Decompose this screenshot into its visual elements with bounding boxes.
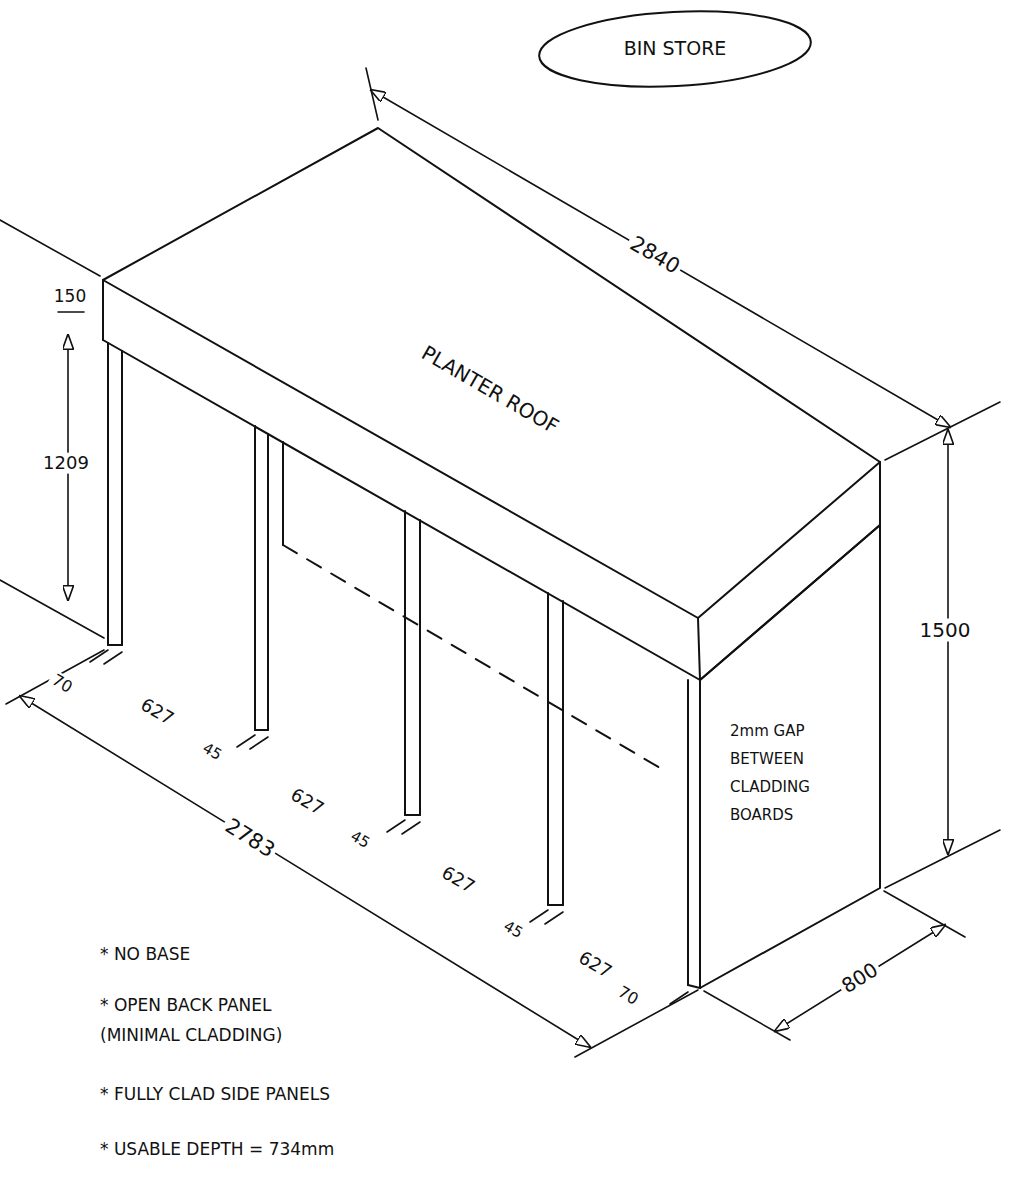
dimension-label: 70	[612, 981, 644, 1010]
dimension-label: 70	[46, 669, 78, 698]
note-text: * FULLY CLAD SIDE PANELS	[100, 1085, 330, 1105]
extension-lines	[0, 68, 1000, 1057]
dimension-label: 1209	[40, 453, 92, 474]
dimension-label: 1500	[917, 619, 974, 642]
posts	[108, 343, 700, 988]
planter-roof: PLANTER ROOF	[103, 128, 880, 618]
dimension-label: 627	[134, 693, 179, 731]
dimension-label: 2783	[218, 812, 281, 864]
roof-end-face	[700, 462, 880, 680]
dimension-label: 45	[345, 826, 375, 853]
note-text: * OPEN BACK PANEL (MINIMAL CLADDING)	[100, 990, 325, 1050]
note-text: * NO BASE	[100, 945, 190, 965]
dimension-label: 45	[498, 916, 528, 943]
dimension-ticks	[90, 650, 688, 1004]
hidden-line	[283, 545, 660, 768]
panel-note: 2mm GAP BETWEEN CLADDING BOARDS	[730, 717, 848, 829]
planter-roof-outline	[103, 128, 880, 618]
title-ellipse: BIN STORE	[535, 8, 815, 90]
dimension-label: 800	[835, 957, 885, 1000]
dimension-lines	[20, 90, 950, 1047]
dimension-label: 627	[572, 946, 617, 984]
title-text: BIN STORE	[624, 38, 727, 60]
dimension-label: 627	[284, 783, 329, 821]
dimension-label: 150	[54, 287, 86, 307]
side-panel: 2mm GAP BETWEEN CLADDING BOARDS	[700, 525, 880, 988]
note-text: * USABLE DEPTH = 734mm	[100, 1140, 334, 1160]
dimension-label: 627	[435, 861, 480, 899]
dimension-label: 45	[197, 738, 227, 765]
roof-front-face	[103, 280, 700, 680]
roof-label: PLANTER ROOF	[417, 341, 562, 438]
dimension-label: 2840	[623, 230, 687, 281]
